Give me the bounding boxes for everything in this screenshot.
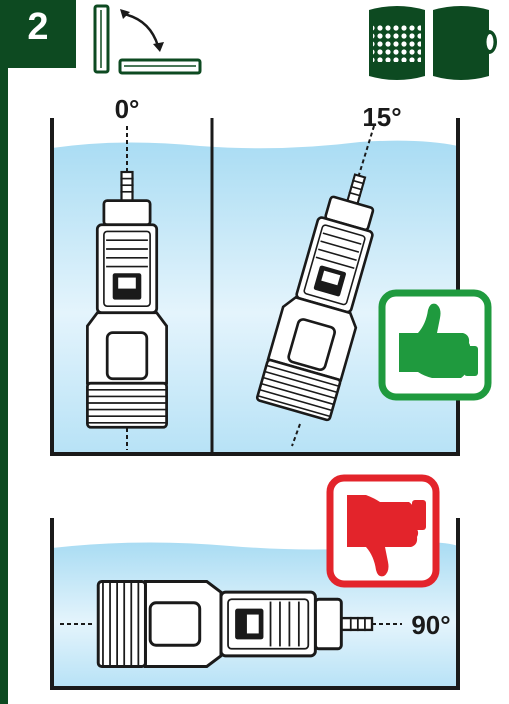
step-number: 2 — [27, 6, 49, 48]
angle-label-15: 15° — [362, 102, 401, 132]
left-edge-bar — [0, 68, 8, 704]
pump-tilted-15 — [255, 125, 398, 447]
thumbs-down-icon — [326, 474, 440, 588]
thumbs-up-icon — [378, 289, 492, 401]
angle-label-90: 90° — [411, 610, 450, 640]
filter-basket-icons — [369, 6, 497, 80]
pump-horizontal-90 — [60, 580, 402, 668]
rotate-pump-icon — [93, 4, 202, 75]
step-number-badge: 2 — [0, 0, 76, 68]
angle-label-0: 0° — [115, 94, 140, 124]
pump-vertical — [86, 126, 168, 450]
